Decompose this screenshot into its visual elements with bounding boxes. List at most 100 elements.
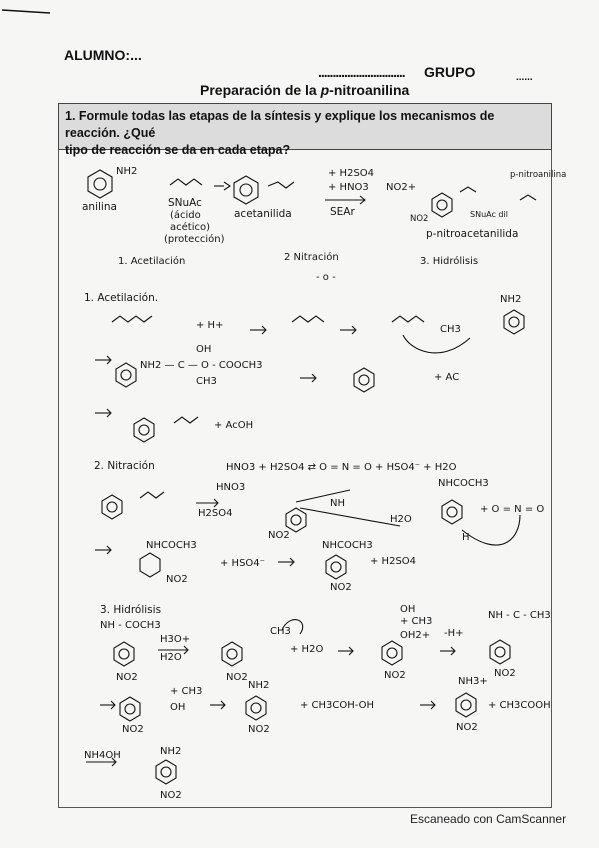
pnitroanilina-label: p-nitroanilina xyxy=(510,170,567,180)
acido-label: (ácido xyxy=(170,210,201,221)
nhcoch3-label: NHCOCH3 xyxy=(322,540,373,551)
oh-label: OH xyxy=(400,604,416,615)
page-title: Preparación de la p-nitroanilina xyxy=(200,82,410,98)
ac-label: + AC xyxy=(434,372,460,383)
benzene-ring xyxy=(245,695,267,721)
h2o-label: H2O xyxy=(160,652,182,663)
benzene-ring xyxy=(87,169,113,199)
no2-label: NO2 xyxy=(160,790,182,801)
no2-label: NO2 xyxy=(268,530,290,541)
h2so4-label: H2SO4 xyxy=(198,508,233,519)
acetilacion-heading: 1. Acetilación. xyxy=(84,292,159,304)
snuac-dil-label: SNuAc dil xyxy=(470,210,508,219)
oh-label: OH xyxy=(170,702,186,713)
benzene-ring xyxy=(139,552,161,578)
oh2-label: OH2+ xyxy=(400,630,431,641)
no2-label: NO2 xyxy=(456,722,478,733)
ch3-label: CH3 xyxy=(196,376,217,387)
grupo-dots: .............................. xyxy=(318,64,406,80)
nitronium-label: + O = N = O xyxy=(480,504,545,515)
hno3-label: + HNO3 xyxy=(328,182,369,193)
no2-label: NO2 xyxy=(330,582,352,593)
benzene-ring xyxy=(101,494,123,520)
nh2-label: NH2 xyxy=(116,166,138,177)
nhcoch3-label: NHCOCH3 xyxy=(438,478,489,489)
benzene-ring xyxy=(441,499,463,525)
grupo-label: GRUPO xyxy=(424,64,476,80)
anhydride-chain xyxy=(169,178,203,186)
acetic-acid-label: + CH3COOH xyxy=(488,700,551,711)
no2-label: NO2 xyxy=(494,668,516,679)
alumno-label: ALUMNO:... xyxy=(64,47,142,63)
nhcoch3-label: NHCOCH3 xyxy=(146,540,197,551)
sear-label: SEAr xyxy=(330,206,355,218)
no2-label: NO2 xyxy=(248,724,270,735)
h2o-label: H2O xyxy=(390,514,412,525)
proteccion-label: (protección) xyxy=(164,234,225,245)
benzene-ring xyxy=(353,367,375,393)
benzene-ring xyxy=(113,641,135,667)
no2-label: NO2 xyxy=(166,574,188,585)
hso4-label: + HSO4⁻ xyxy=(220,558,265,569)
question-line-1: 1. Formule todas las etapas de la síntes… xyxy=(65,109,495,140)
benzene-ring xyxy=(503,309,525,335)
acetico-label: acético) xyxy=(170,222,210,233)
snuac-label: SNuAc xyxy=(168,197,202,209)
nitronium-equation: HNO3 + H2SO4 ⇄ O = N = O + HSO4⁻ + H2O xyxy=(226,462,457,473)
h-label: H xyxy=(462,532,470,543)
byproduct-label: + CH3COH-OH xyxy=(300,700,375,711)
h2so4-label: + H2SO4 xyxy=(328,168,375,179)
h3o-label: H3O+ xyxy=(160,634,191,645)
hno3-label: HNO3 xyxy=(216,482,246,493)
benzene-ring xyxy=(285,507,307,533)
grupo-trailing: ...... xyxy=(516,72,533,83)
pnitroacetanilida-label: p-nitroacetanilida xyxy=(426,228,519,240)
benzene-ring xyxy=(119,696,141,722)
nh-c-ch3-label: NH - C - CH3 xyxy=(488,610,551,621)
ch3-label: CH3 xyxy=(270,626,291,637)
hidrolisis-heading: 3. Hidrólisis xyxy=(100,604,162,616)
question-line-2: tipo de reacción se da en cada etapa? xyxy=(65,143,291,157)
oh-label: OH xyxy=(196,344,212,355)
step-3-label: 3. Hidrólisis xyxy=(420,256,479,267)
nh3-label: NH3+ xyxy=(458,676,488,687)
plus-h-label: + H+ xyxy=(196,320,224,331)
question-box: 1. Formule todas las etapas de la síntes… xyxy=(58,103,552,157)
pen-stroke xyxy=(1,9,51,14)
separator: - o - xyxy=(316,272,336,283)
nh-coch3-label: NH - COCH3 xyxy=(100,620,161,631)
acoh-label: + AcOH xyxy=(214,420,254,431)
benzene-ring xyxy=(489,639,511,665)
nh2-chain-label: NH2 — C — O - COOCH3 xyxy=(140,360,263,371)
benzene-ring xyxy=(455,692,477,718)
benzene-ring xyxy=(155,759,177,785)
benzene-ring xyxy=(233,175,259,205)
ch3-label: + CH3 xyxy=(400,616,433,627)
no2-label: NO2 xyxy=(226,672,248,683)
nitracion-heading: 2. Nitración xyxy=(94,460,155,472)
no2-label: NO2 xyxy=(122,724,144,735)
nh4oh-label: NH4OH xyxy=(84,750,121,761)
h2so4-label: + H2SO4 xyxy=(370,556,417,567)
benzene-ring xyxy=(221,641,243,667)
ch3-label: + CH3 xyxy=(170,686,203,697)
step-1-label: 1. Acetilación xyxy=(118,256,186,267)
benzene-ring xyxy=(381,640,403,666)
no2-label: NO2 xyxy=(116,672,138,683)
minus-h-label: -H+ xyxy=(444,628,464,639)
scanner-watermark: Escaneado con CamScanner xyxy=(410,812,567,826)
nh2-label: NH2 xyxy=(160,746,182,757)
no2plus-label: NO2+ xyxy=(386,182,417,193)
benzene-ring xyxy=(115,362,137,388)
step-2-label: 2 Nitración xyxy=(284,252,339,263)
water-label: + H2O xyxy=(290,644,324,655)
nh-label: NH xyxy=(330,498,345,509)
nh2-label: NH2 xyxy=(248,680,270,691)
no2-label: NO2 xyxy=(384,670,406,681)
no2-label: NO2 xyxy=(410,214,429,224)
benzene-ring xyxy=(325,554,347,580)
nh2-label: NH2 xyxy=(500,294,522,305)
anilina-label: anilina xyxy=(82,201,117,213)
benzene-ring xyxy=(431,192,453,218)
